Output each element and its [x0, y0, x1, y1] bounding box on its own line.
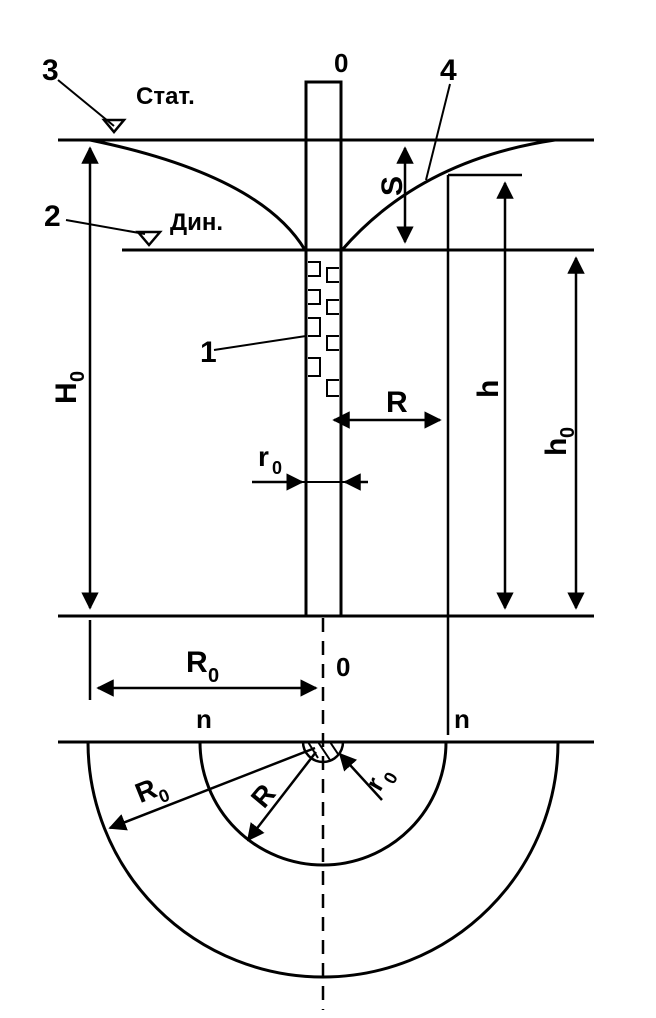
well-casing [304, 80, 343, 618]
label-2: 2 [44, 200, 61, 233]
static-level-label: Стат. [136, 83, 195, 110]
leader-2 [65, 219, 146, 235]
depression-curve-left [89, 138, 307, 251]
well-filter [308, 261, 339, 397]
h0-label-main: h [540, 438, 573, 456]
leader-4 [425, 83, 451, 181]
R-plan-label-text: R [245, 778, 282, 813]
h-label-text: h [472, 380, 505, 398]
R0-plan-label-sub: 0 [156, 785, 173, 807]
plan-R-arc [198, 741, 448, 867]
n-label-left: n [196, 704, 212, 734]
h0-label-sub: 0 [557, 427, 579, 438]
label-4: 4 [440, 54, 457, 87]
r0-label-main: r [258, 441, 269, 472]
R0-label-main: R [186, 646, 208, 679]
drawdown-label: S [376, 176, 409, 196]
plan-well-circle [301, 741, 345, 764]
h-label: h [472, 380, 505, 398]
plan-r0-arrow [338, 752, 383, 801]
R0-label-sub: 0 [208, 665, 219, 687]
R0-plan-label: R 0 [131, 773, 173, 809]
static-level-marker [101, 118, 127, 134]
r0-plan-label: r 0 [359, 769, 402, 796]
R-plan-label: R [245, 778, 282, 813]
r0-label: r 0 [258, 441, 282, 478]
r0-label-sub: 0 [272, 458, 282, 478]
radius-label: R [386, 386, 408, 419]
n-label-right: n [454, 704, 470, 734]
dynamic-level-marker [135, 230, 163, 247]
dynamic-level-label: Дин. [170, 209, 223, 236]
plan-R0-arrow [108, 746, 316, 831]
label-1: 1 [200, 336, 217, 369]
plan-R0-arc [86, 741, 560, 979]
H0-label-sub: 0 [67, 371, 89, 382]
axis-label-bottom: 0 [336, 652, 350, 682]
H0-label-main: H [50, 382, 83, 404]
leader-1 [213, 335, 307, 351]
plan-R-arrow [246, 751, 317, 842]
R0-label: R 0 [186, 646, 219, 687]
label-3: 3 [42, 54, 59, 87]
depression-curve-right [340, 138, 556, 251]
H0-label: H 0 [50, 371, 89, 404]
h0-label: h 0 [540, 427, 579, 456]
axis-label-top: 0 [334, 48, 348, 78]
leader-3 [57, 79, 115, 127]
